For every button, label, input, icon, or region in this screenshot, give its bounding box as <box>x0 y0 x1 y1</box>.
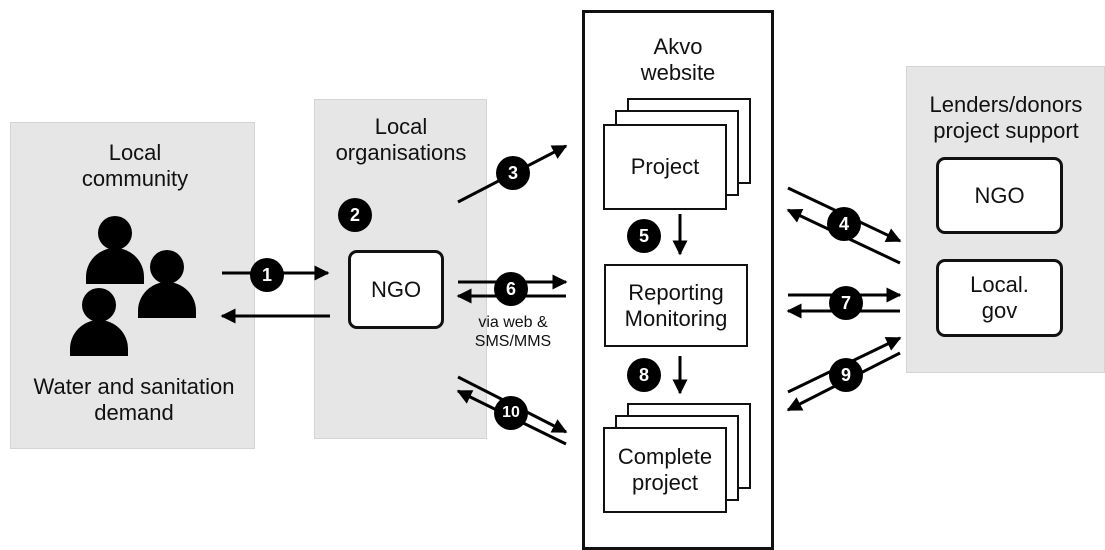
step-badge-2: 2 <box>338 198 372 232</box>
supporter-ngo-box: NGO <box>936 157 1063 234</box>
step-badge-7: 7 <box>829 286 863 320</box>
local-community-panel <box>10 122 255 449</box>
akvo-flow-diagram: Local community Water and sanitation dem… <box>10 10 1105 550</box>
step-badge-10: 10 <box>494 396 528 430</box>
channel-note: via web & SMS/MMS <box>474 314 552 350</box>
person-icon-1 <box>86 216 144 284</box>
local-gov-box: Local. gov <box>936 259 1063 337</box>
complete-project-label: Complete project <box>603 427 727 513</box>
ngo-box: NGO <box>348 250 444 329</box>
local-organisations-title: Local organisations <box>335 114 467 165</box>
person-icon-3 <box>70 288 128 356</box>
step-badge-5: 5 <box>627 219 661 253</box>
person-icon-2 <box>138 250 196 318</box>
step-badge-3: 3 <box>496 156 530 190</box>
project-stack: Project <box>603 98 753 214</box>
step-badge-8: 8 <box>627 358 661 392</box>
akvo-title: Akvo website <box>640 34 716 85</box>
demand-label: Water and sanitation demand <box>33 374 235 425</box>
step-badge-9: 9 <box>829 358 863 392</box>
step-badge-4: 4 <box>827 207 861 241</box>
local-community-title: Local community <box>81 140 189 191</box>
complete-project-stack: Complete project <box>603 403 753 513</box>
step-badge-6: 6 <box>494 272 528 306</box>
project-label: Project <box>603 124 727 210</box>
reporting-monitoring-box: Reporting Monitoring <box>604 264 748 347</box>
step-badge-1: 1 <box>250 258 284 292</box>
supporters-title: Lenders/donors project support <box>929 92 1083 143</box>
